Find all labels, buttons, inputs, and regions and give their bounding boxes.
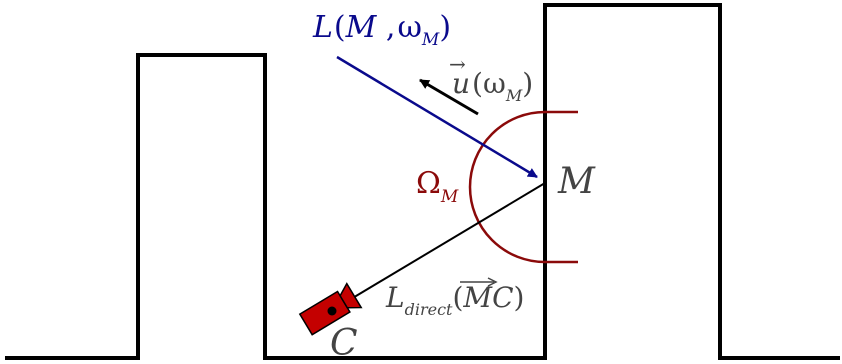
incoming-radiance-label: L(M ,ωM) — [312, 10, 451, 50]
camera-lens — [339, 282, 363, 309]
ground-profile — [5, 3, 840, 360]
camera — [298, 282, 363, 336]
direct-ray — [345, 182, 546, 303]
direct-radiance-label: Ldirect(MC) — [385, 281, 524, 319]
direction-vector-arrow — [419, 78, 479, 116]
direction-vector-arrow-glyph: → — [449, 52, 466, 76]
camera-point-label: C — [330, 323, 358, 364]
point-m-label: M — [557, 161, 596, 202]
camera-point — [327, 306, 337, 316]
direction-vector-label: u(ωM) — [452, 67, 533, 105]
hemisphere-arc — [468, 110, 546, 264]
mc-vector-arrowhead — [487, 277, 498, 287]
incoming-ray — [336, 55, 538, 179]
solid-angle-label: ΩM — [416, 166, 459, 207]
